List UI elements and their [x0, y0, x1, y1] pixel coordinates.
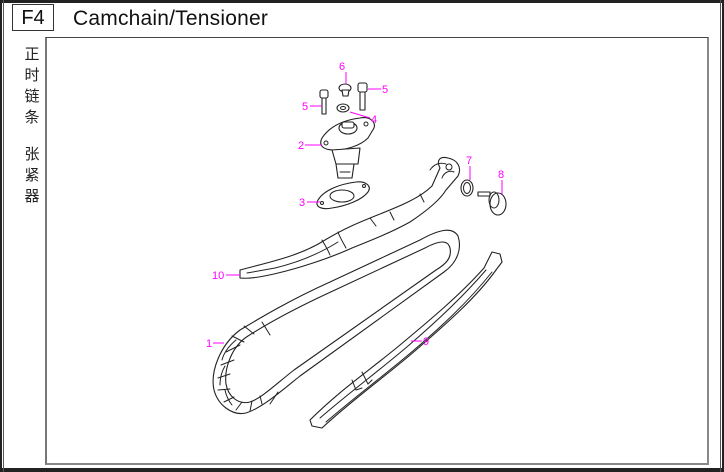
- side-label-char: 链: [24, 87, 40, 105]
- frame-border-top: [0, 0, 724, 3]
- plug-bolt-part: [477, 191, 507, 216]
- washer-part: [336, 103, 350, 113]
- callout-numbers: 1 2 3 4 5 5 6 7 8 9 10: [206, 61, 504, 350]
- cap-bolt-part: [338, 83, 352, 97]
- diagram-area: [45, 37, 709, 465]
- callout-4: 4: [371, 114, 377, 126]
- o-ring-inner: [463, 182, 471, 194]
- callout-7: 7: [466, 155, 472, 167]
- gasket-part: [316, 181, 370, 210]
- bolt-left-part: [319, 89, 329, 115]
- chinese-side-label: 正 时 链 条 张 紧 器: [22, 44, 42, 207]
- section-code-badge: F4: [12, 4, 54, 31]
- bolt-right-part: [357, 82, 368, 111]
- side-label-char: 条: [24, 108, 40, 126]
- tensioner-arm-part: [239, 156, 461, 279]
- callout-9: 9: [423, 336, 429, 348]
- callout-5-left: 5: [302, 101, 308, 113]
- callout-10: 10: [212, 270, 224, 282]
- callout-2: 2: [298, 140, 304, 152]
- frame-border-right-inner: [720, 0, 721, 472]
- chain-guide-part: [309, 251, 503, 429]
- side-label-char: 时: [24, 66, 40, 84]
- callout-8: 8: [498, 169, 504, 181]
- tensioner-body-part: [320, 117, 375, 179]
- callout-3: 3: [299, 197, 305, 209]
- washer-hole: [340, 106, 346, 110]
- frame-border-left-inner: [3, 0, 4, 472]
- side-label-char: 正: [24, 45, 40, 63]
- frame-border-left: [0, 0, 2, 472]
- callout-6: 6: [339, 61, 345, 73]
- side-label-char: 器: [24, 187, 40, 205]
- callout-5-right: 5: [382, 84, 388, 96]
- cam-chain-part: [212, 229, 461, 415]
- frame-border-bottom: [0, 468, 724, 472]
- frame-border-right: [722, 0, 724, 472]
- callout-1: 1: [206, 338, 212, 350]
- page-title: Camchain/Tensioner: [73, 7, 269, 30]
- callout-leaders: [213, 72, 503, 344]
- side-label-char: 紧: [24, 166, 40, 184]
- o-ring-part: [460, 179, 474, 197]
- side-label-char: 张: [24, 145, 40, 163]
